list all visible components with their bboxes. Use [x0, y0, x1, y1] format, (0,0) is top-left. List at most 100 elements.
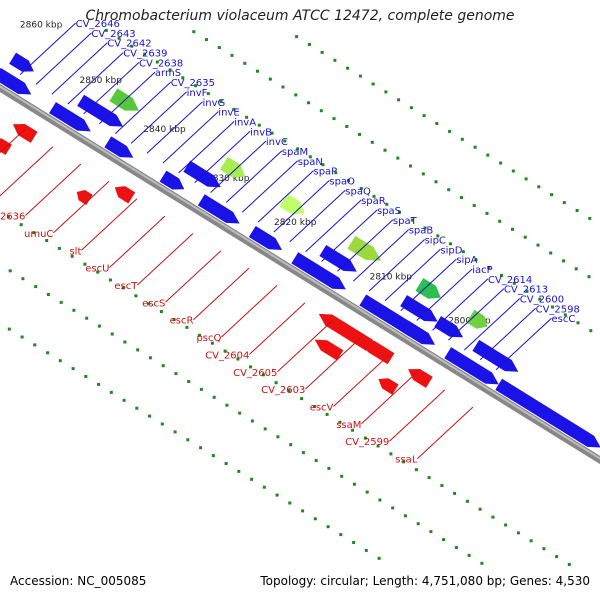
- gene-label-forward: spaO: [329, 176, 355, 187]
- label-leader-line: [448, 288, 505, 341]
- ring-dot: [192, 30, 196, 34]
- ring-dot: [225, 403, 229, 407]
- forward-gene-arrow-shape: [434, 316, 464, 338]
- gene-label-forward: CV_2635: [171, 78, 215, 89]
- tick-label: 2850 kbp: [80, 76, 123, 86]
- gene-label-reverse: escV: [310, 403, 334, 414]
- forward-gene-arrow: [0, 67, 32, 95]
- reverse-gene-arrow-shape: [361, 340, 395, 365]
- gene-label-forward: spaM: [282, 147, 308, 158]
- ring-dot: [389, 452, 393, 456]
- ring-dot: [487, 266, 491, 269]
- ring-dot: [422, 114, 426, 118]
- ring-dot: [148, 356, 152, 360]
- ring-dot: [427, 476, 431, 480]
- gene-label-forward: iacP: [472, 265, 492, 276]
- label-leader-line: [67, 52, 124, 105]
- ring-dot: [436, 234, 440, 238]
- ring-dot: [232, 107, 236, 111]
- ring-dot: [474, 258, 478, 262]
- reverse-gene-arrow-shape: [114, 186, 136, 204]
- ring-dot: [383, 148, 387, 152]
- gene-label-forward: invA: [234, 117, 256, 128]
- tick-label: 2840 kbp: [143, 125, 186, 135]
- ring-dot: [134, 294, 138, 298]
- ring-dot: [71, 367, 75, 371]
- forward-gene-arrow-shape: [77, 94, 124, 127]
- ring-dot: [263, 427, 267, 431]
- ring-dot: [155, 60, 159, 64]
- ring-dot: [20, 335, 24, 339]
- ring-dot: [359, 187, 363, 190]
- ring-dot: [172, 318, 176, 321]
- ring-dot: [358, 132, 361, 136]
- forward-gene-arrow: [9, 52, 34, 72]
- ring-dot: [108, 278, 112, 282]
- ring-dot: [461, 250, 465, 254]
- ring-dot: [283, 139, 287, 143]
- ring-dot: [83, 262, 87, 266]
- ring-dot: [434, 180, 438, 184]
- forward-gene-arrow: [183, 160, 221, 188]
- ring-dot: [536, 243, 540, 247]
- reverse-gene-arrow-shape: [76, 190, 93, 206]
- label-leader-line: [417, 406, 474, 459]
- gene-label-forward: CV_2638: [139, 58, 183, 69]
- gene-label-forward: CV_2614: [488, 275, 532, 286]
- ring-dot: [384, 90, 388, 94]
- ring-dot: [460, 196, 463, 200]
- ring-dot: [250, 477, 254, 481]
- ring-dot: [334, 171, 338, 175]
- ring-dot: [340, 474, 344, 478]
- label-leader-line: [178, 121, 235, 174]
- rna-feature-block: [415, 278, 441, 299]
- label-leader-line: [241, 160, 299, 213]
- ring-dot: [33, 343, 37, 347]
- forward-gene-arrow: [197, 194, 240, 224]
- label-leader-line: [389, 389, 446, 442]
- ring-dot: [523, 235, 527, 239]
- forward-gene-arrow-shape: [0, 67, 32, 95]
- reverse-gene-arrow: [76, 190, 93, 206]
- gene-label-reverse: ssaM: [336, 420, 361, 431]
- ring-dot: [236, 357, 240, 361]
- ring-dot: [160, 422, 164, 426]
- reverse-gene-arrow: [361, 340, 395, 365]
- forward-gene-arrow: [248, 225, 283, 250]
- forward-gene-arrow: [444, 347, 499, 385]
- ring-dot: [270, 131, 274, 135]
- ring-dot: [230, 53, 234, 57]
- ring-dot: [148, 414, 152, 418]
- ring-dot: [212, 395, 216, 399]
- reverse-gene-arrow-shape: [378, 378, 399, 395]
- gene-label-forward: sipC: [425, 236, 446, 247]
- forward-gene-arrow: [77, 94, 124, 127]
- ring-dot: [96, 270, 100, 274]
- reverse-gene-arrow: [114, 186, 136, 204]
- ring-dot: [121, 286, 125, 290]
- ring-dot: [250, 419, 254, 423]
- gene-label-reverse: umuC: [24, 229, 53, 240]
- gene-label-reverse: CV_2604: [205, 350, 249, 361]
- forward-gene-arrow-shape: [495, 378, 600, 448]
- label-leader-line: [109, 215, 166, 268]
- reverse-gene-arrow: [0, 138, 12, 155]
- ring-dot: [19, 223, 23, 227]
- forward-gene-arrow-shape: [472, 339, 519, 372]
- gene-label-forward: sipA: [456, 255, 477, 266]
- ring-dot: [34, 285, 38, 289]
- ring-dot: [135, 406, 139, 410]
- rna-feature-block-shape: [219, 156, 246, 178]
- label-leader-line: [249, 302, 306, 355]
- ring-dot: [339, 533, 343, 537]
- ring-dot: [402, 460, 406, 464]
- tick-label: 2810 kbp: [370, 273, 413, 283]
- gene-label-forward: invF: [187, 88, 208, 99]
- label-leader-line: [273, 180, 330, 233]
- map-title: Chromobacterium violaceum ATCC 12472, co…: [85, 8, 515, 24]
- rna-feature-block-shape: [347, 235, 382, 261]
- ring-dot: [159, 310, 163, 314]
- gene-label-reverse: CV_2599: [345, 437, 389, 448]
- forward-gene-arrow-shape: [291, 252, 346, 290]
